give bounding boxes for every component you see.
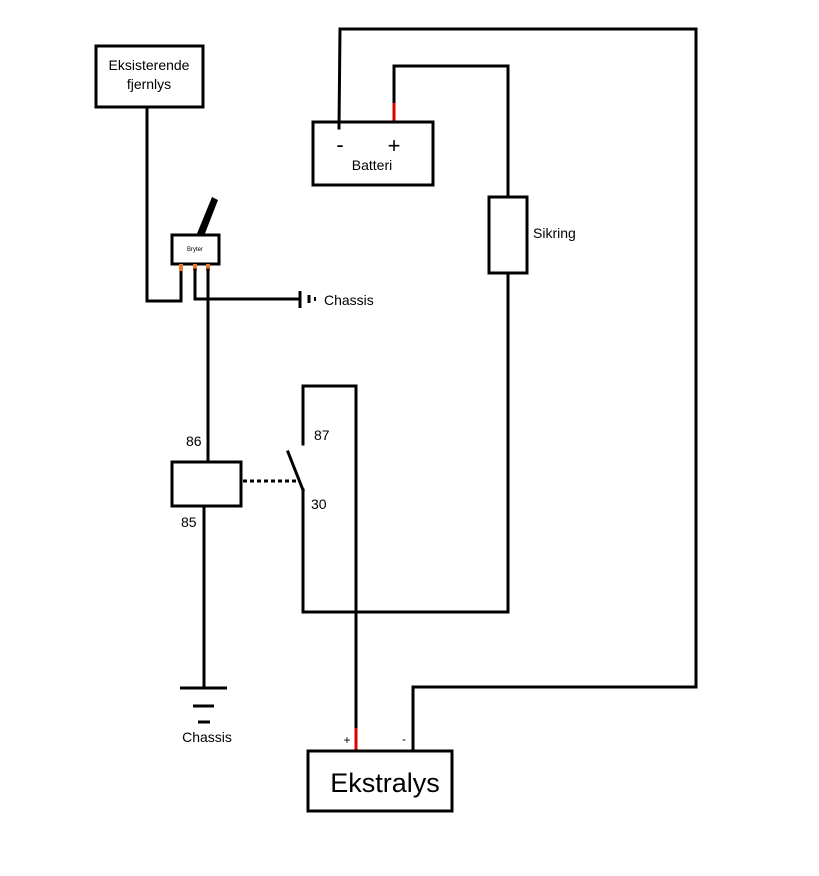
extralight-plus-label: + — [343, 733, 350, 747]
battery: - + Batteri — [311, 120, 435, 187]
fuse — [487, 195, 529, 275]
relay-pin-86-label: 86 — [186, 433, 202, 449]
relay-contact-30-blade — [286, 450, 305, 492]
wire-battery-minus-to-extralight — [337, 27, 698, 753]
chassis-label-ground: Chassis — [182, 729, 232, 745]
battery-plus-label: + — [388, 133, 401, 158]
toggle-switch: Bryter — [170, 197, 221, 271]
relay-pin-30-label: 30 — [311, 496, 327, 512]
battery-minus-label: - — [336, 132, 343, 157]
wire-switch-to-chassis — [193, 268, 301, 301]
existing-highbeam-label-line2: fjernlys — [127, 76, 171, 92]
wire-highbeam-to-switch — [145, 105, 183, 303]
relay-pin-87-label: 87 — [314, 427, 330, 443]
battery-label: Batteri — [352, 157, 392, 173]
existing-highbeam-box: Eksisterende fjernlys — [94, 44, 205, 109]
ground-symbol-switch — [298, 291, 316, 308]
extralight-minus-label: - — [402, 732, 406, 746]
ground-symbol-chassis — [180, 686, 227, 724]
extra-light: Ekstralys — [306, 749, 454, 813]
chassis-label-switch: Chassis — [324, 292, 374, 308]
wire-30-to-fuse — [301, 271, 510, 614]
fuse-label: Sikring — [533, 225, 576, 241]
relay-contact-87 — [301, 384, 358, 446]
switch-label: Bryter — [187, 247, 203, 253]
existing-highbeam-label-line1: Eksisterende — [109, 57, 190, 73]
relay-coil — [170, 460, 243, 508]
wire-fuse-to-battery-plus — [392, 64, 510, 199]
switch-lever-icon — [196, 197, 218, 236]
extralight-label: Ekstralys — [330, 768, 440, 798]
relay-pin-85-label: 85 — [181, 514, 197, 530]
